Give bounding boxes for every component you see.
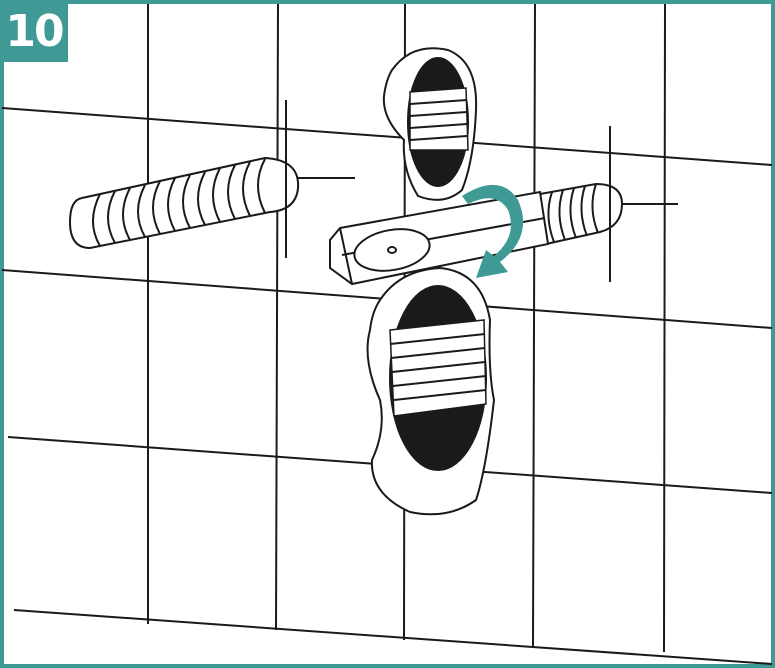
right-threaded-bolt (538, 126, 678, 282)
left-threaded-bolt (68, 100, 355, 258)
step-badge-background (0, 0, 68, 62)
step-number: 10 (5, 5, 64, 57)
lower-wall-hole (366, 266, 496, 516)
rotate-arrow-icon (462, 184, 524, 278)
hex-connector-bar (329, 190, 550, 286)
upper-wall-hole (382, 47, 478, 201)
